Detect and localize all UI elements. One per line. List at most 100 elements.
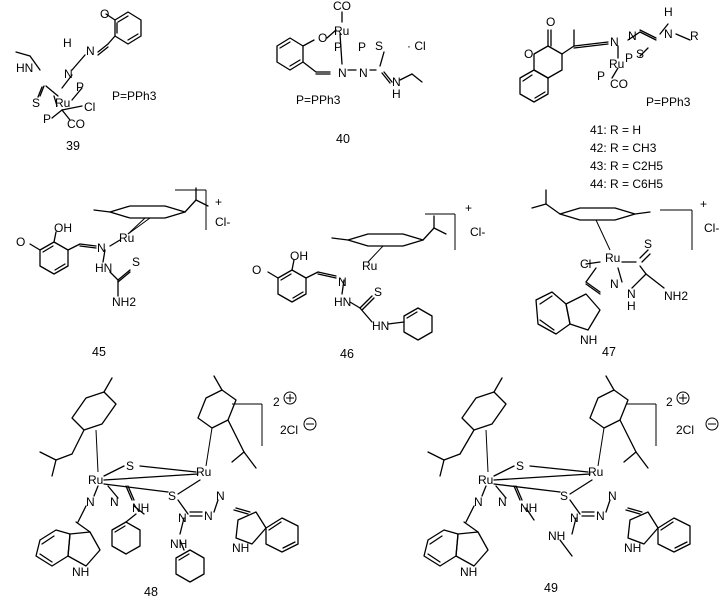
atom-oh: OH <box>54 221 72 235</box>
atom-nh: NH <box>72 565 89 579</box>
atom-n: N <box>498 495 507 509</box>
variant-42: 42: R = CH3 <box>590 141 657 155</box>
atom-ru: Ru <box>609 57 624 71</box>
atom-n: N <box>216 489 225 503</box>
atom-nh2: NH2 <box>112 295 136 309</box>
atom-n: N <box>610 35 619 49</box>
benzo-ring-right <box>657 517 691 553</box>
atom-o: O <box>318 31 327 45</box>
atom-h: H <box>664 5 673 19</box>
atom-cl: Cl <box>84 100 95 114</box>
atom-ru: Ru <box>55 96 70 110</box>
phosphine-note: P=PPh3 <box>646 95 691 109</box>
cymene-ring <box>347 233 424 247</box>
atom-n: N <box>97 241 106 255</box>
pyrrole-ring <box>565 293 601 331</box>
atom-p: P <box>334 40 342 54</box>
atom-o: O <box>100 7 109 21</box>
atom-n: N <box>86 495 95 509</box>
benzo-ring-left <box>35 529 71 567</box>
phenyl-ring-1 <box>111 521 141 555</box>
atom-hn: HN <box>334 295 351 309</box>
charge: + <box>215 195 222 209</box>
atom-p: P <box>76 80 84 94</box>
cymene-ring <box>559 207 636 221</box>
atom-n: N <box>628 29 637 43</box>
atom-s: S <box>168 489 176 503</box>
compound-number: 40 <box>336 132 350 146</box>
charge: 2 <box>273 395 280 409</box>
cymene-ring-right <box>197 389 237 429</box>
counterion: 2Cl <box>676 423 694 437</box>
compound-number: 48 <box>144 585 158 599</box>
benzene-ring <box>276 37 304 71</box>
cymene-ring <box>109 205 186 219</box>
compound-48: S Ru Ru S N N NH N N N NH NH NH 2 2Cl 48 <box>35 375 317 599</box>
counterion: Cl- <box>704 221 719 235</box>
variant-41: 41: R = H <box>590 123 641 137</box>
phosphine-note: P=PPh3 <box>296 93 341 107</box>
phenyl-ring <box>403 307 433 341</box>
atom-co: CO <box>333 0 351 13</box>
atom-nh: NH <box>170 537 187 551</box>
atom-n: N <box>664 27 673 41</box>
cymene-ring-left <box>71 391 117 431</box>
atom-p: P <box>358 40 366 54</box>
atom-co: CO <box>67 117 85 131</box>
atom-h: H <box>392 87 401 101</box>
charge: + <box>700 197 707 211</box>
atom-nh: NH <box>232 541 249 555</box>
atom-o: O <box>524 47 533 61</box>
atom-co: CO <box>610 77 628 91</box>
pyrrole-ring-left <box>67 531 101 567</box>
charge: + <box>465 201 472 215</box>
atom-n: N <box>359 66 368 80</box>
atom-oh: OH <box>290 249 308 263</box>
variant-43: 43: R = C2H5 <box>590 159 663 173</box>
atom-nh: NH <box>548 529 565 543</box>
atom-n: N <box>392 75 401 89</box>
atom-n: N <box>610 277 619 291</box>
atom-ru: Ru <box>119 231 134 245</box>
atom-ru: Ru <box>478 473 493 487</box>
atom-nh: NH <box>624 541 641 555</box>
atom-cl: Cl <box>580 257 591 271</box>
atom-h: H <box>627 299 636 313</box>
atom-n: N <box>608 489 617 503</box>
compound-49: S Ru Ru S N N NH N N N NH NH NH 2 2Cl 49 <box>423 375 719 595</box>
atom-nh: NH <box>460 565 477 579</box>
phenol-ring <box>277 269 307 303</box>
atom-hn: HN <box>16 61 33 75</box>
atom-nh2: NH2 <box>664 289 688 303</box>
atom-n: N <box>204 509 213 523</box>
atom-n: N <box>570 511 579 525</box>
atom-nh: NH <box>520 501 537 515</box>
atom-s: S <box>375 39 383 53</box>
atom-nh: NH <box>580 333 597 347</box>
atom-s: S <box>560 489 568 503</box>
phenol-ring <box>39 241 69 275</box>
atom-p: P <box>597 69 605 83</box>
benzo-ring <box>519 69 549 103</box>
atom-s: S <box>374 285 382 299</box>
atom-n: N <box>110 495 119 509</box>
compound-number: 45 <box>92 345 106 359</box>
atom-n: N <box>86 44 95 58</box>
atom-n: N <box>64 67 73 81</box>
atom-s: S <box>644 237 652 251</box>
counterion: Cl- <box>215 215 230 229</box>
pyrrole-ring-right <box>235 511 267 545</box>
atom-hn: HN <box>95 261 112 275</box>
compound-40: CO O Ru P P S N N N H · Cl P=PPh3 40 <box>276 0 426 146</box>
phenyl-ring-2 <box>175 549 205 583</box>
atom-ru: Ru <box>362 259 377 273</box>
compound-39: O H N N HN S Ru P P Cl CO P=PPh3 39 <box>15 7 157 153</box>
atom-ru: Ru <box>334 24 349 38</box>
atom-s: S <box>636 47 644 61</box>
atom-ru: Ru <box>605 251 620 265</box>
benzo-ring-right <box>265 517 299 553</box>
compound-45: + Cl- OH O Ru N HN S NH2 45 <box>16 187 230 359</box>
benzene-ring <box>114 11 142 45</box>
atom-n: N <box>178 511 187 525</box>
atom-ru: Ru <box>588 465 603 479</box>
